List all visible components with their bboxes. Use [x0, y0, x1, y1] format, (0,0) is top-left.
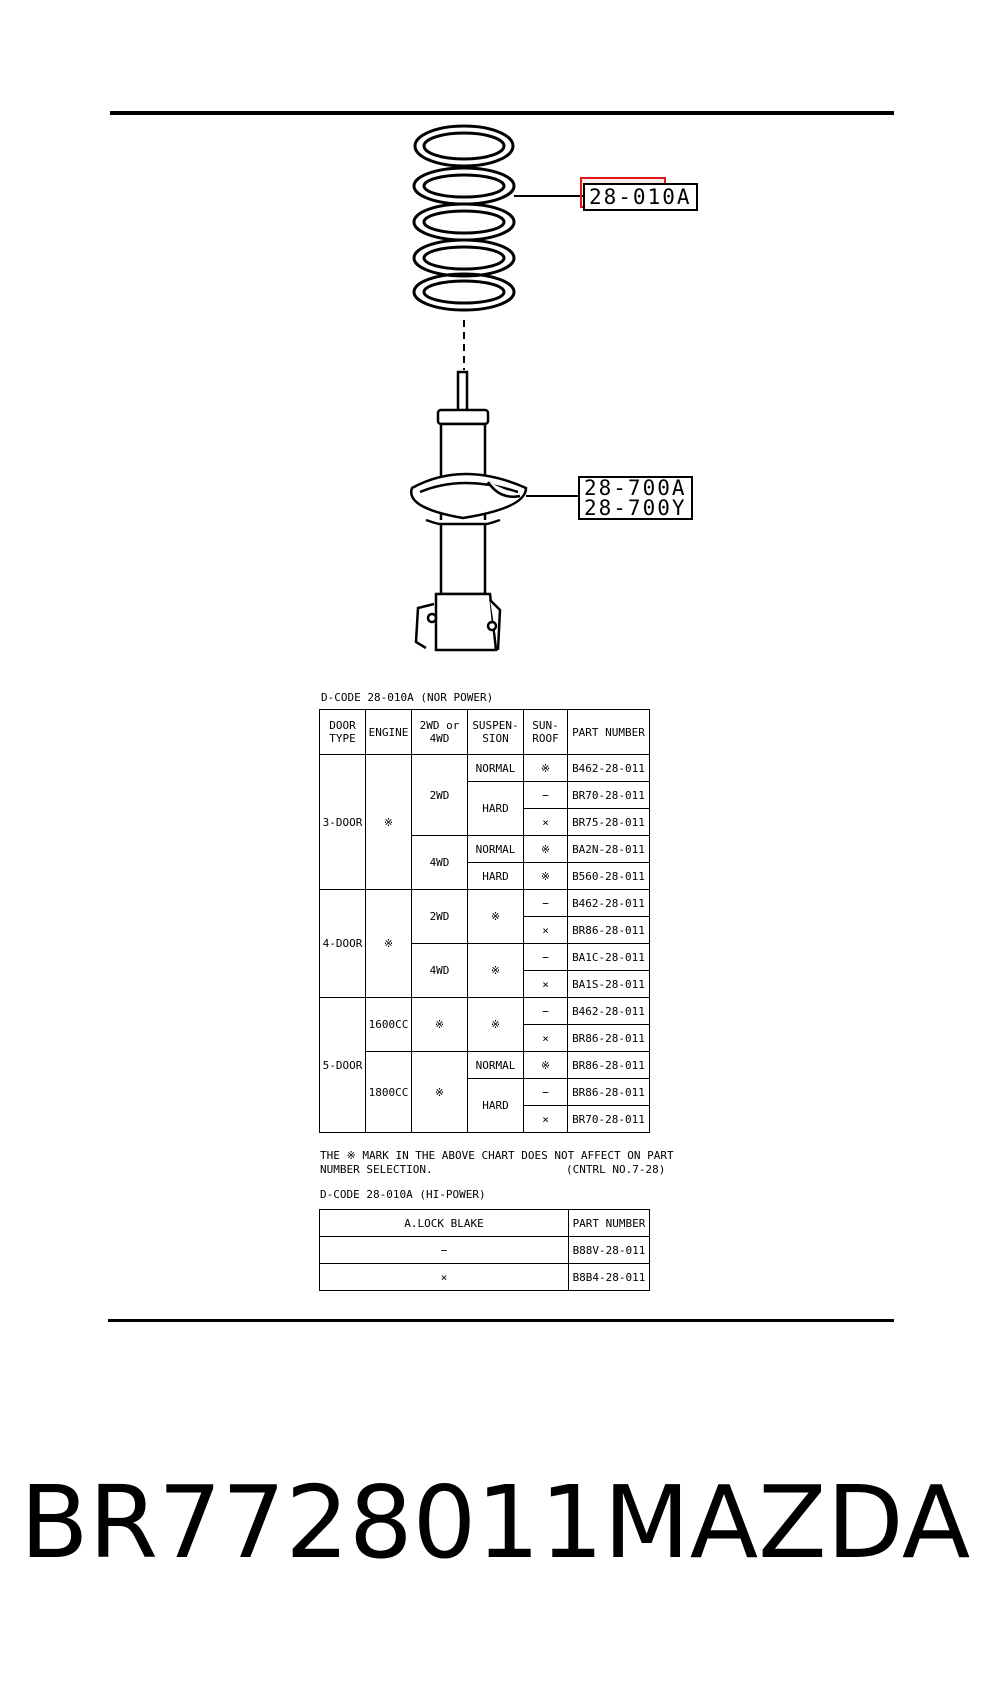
table-header-row: A.LOCK BLAKE PART NUMBER: [319, 1209, 650, 1237]
sunroof-cell: ※: [523, 835, 568, 863]
part-number-cell[interactable]: BR75-28-011: [567, 808, 650, 836]
drive-cell: ※: [411, 1051, 468, 1133]
table-row: HARD − BR86-28-011: [320, 1078, 650, 1133]
footer-part-number: BR7728011: [20, 1464, 604, 1581]
suspension-cell: NORMAL: [467, 754, 524, 782]
lock-brake-cell: −: [319, 1236, 569, 1264]
sunroof-cell: ×: [523, 970, 568, 998]
part-number-cell[interactable]: BR86-28-011: [567, 916, 650, 944]
table-row: 1800CC ※ NORMAL ※ BR86-28-011: [320, 1051, 650, 1133]
door-type-cell: 3-DOOR: [319, 754, 366, 890]
hi-power-caption: D-CODE 28-010A (HI-POWER): [320, 1188, 486, 1201]
chart-note-line-2: NUMBER SELECTION.: [320, 1163, 433, 1176]
drive-cell: 2WD: [411, 754, 468, 836]
lock-brake-cell: ×: [319, 1263, 569, 1291]
header-door-type: DOOR TYPE: [319, 709, 366, 755]
header-suspension: SUSPEN-SION: [467, 709, 524, 755]
part-number-cell[interactable]: BA1C-28-011: [567, 943, 650, 971]
strut-illustration: [410, 370, 528, 652]
strut-part-callout[interactable]: 28-700A 28-700Y: [578, 476, 693, 520]
drive-cell: 4WD: [411, 943, 468, 998]
drive-cell: 4WD: [411, 835, 468, 890]
door-type-cell: 5-DOOR: [319, 997, 366, 1133]
bottom-rule: [108, 1319, 894, 1322]
sunroof-cell: −: [523, 943, 568, 971]
suspension-cell: HARD: [467, 862, 524, 890]
chart-note: THE ※ MARK IN THE ABOVE CHART DOES NOT A…: [320, 1149, 674, 1177]
suspension-cell: NORMAL: [467, 835, 524, 863]
engine-cell: 1600CC: [365, 997, 412, 1052]
table-row: 5-DOOR 1600CC ※ ※ − B462-28-011: [319, 997, 650, 1133]
part-number-cell[interactable]: BR70-28-011: [567, 1105, 650, 1133]
part-number-cell[interactable]: BA2N-28-011: [567, 835, 650, 863]
sunroof-cell: ※: [523, 862, 568, 890]
suspension-cell: ※: [467, 997, 524, 1052]
part-number-cell[interactable]: B462-28-011: [567, 997, 650, 1025]
header-engine: ENGINE: [365, 709, 412, 755]
table-row: × BR70-28-011: [320, 1105, 650, 1133]
sunroof-cell: ※: [523, 754, 568, 782]
part-number-cell[interactable]: BR86-28-011: [567, 1024, 650, 1052]
nor-power-caption: D-CODE 28-010A (NOR POWER): [321, 691, 494, 704]
table-row: 3-DOOR ※ 2WD NORMAL ※ B462-28-011: [319, 754, 650, 890]
table-row: 4WD NORMAL ※ BA2N-28-011: [320, 835, 650, 890]
table-row: × B8B4-28-011: [319, 1263, 650, 1291]
strut-part-code-1[interactable]: 28-700A: [584, 476, 687, 500]
header-lock-brake: A.LOCK BLAKE: [319, 1209, 569, 1237]
header-drive: 2WD or 4WD: [411, 709, 468, 755]
sunroof-cell: −: [523, 781, 568, 809]
chart-note-line-1: THE ※ MARK IN THE ABOVE CHART DOES NOT A…: [320, 1149, 674, 1162]
nor-power-parts-table: DOOR TYPE ENGINE 2WD or 4WD SUSPEN-SION …: [319, 709, 650, 1133]
suspension-cell: NORMAL: [467, 1051, 524, 1079]
engine-cell: ※: [365, 754, 412, 890]
part-number-cell[interactable]: B88V-28-011: [568, 1236, 650, 1264]
table-row: 4WD ※ − BA1C-28-011: [320, 943, 650, 998]
strut-part-code-2[interactable]: 28-700Y: [584, 496, 687, 520]
header-part-number: PART NUMBER: [567, 709, 650, 755]
header-sunroof: SUN-ROOF: [523, 709, 568, 755]
table-row: × BR86-28-011: [320, 916, 650, 944]
table-row: × BA1S-28-011: [320, 970, 650, 998]
door-type-cell: 4-DOOR: [319, 889, 366, 998]
sunroof-cell: ×: [523, 916, 568, 944]
part-number-cell[interactable]: B560-28-011: [567, 862, 650, 890]
part-number-cell[interactable]: BA1S-28-011: [567, 970, 650, 998]
top-rule: [110, 111, 894, 115]
drive-cell: ※: [411, 997, 468, 1052]
sunroof-cell: ×: [523, 1024, 568, 1052]
part-number-cell[interactable]: BR86-28-011: [567, 1051, 650, 1079]
part-number-cell[interactable]: B462-28-011: [567, 889, 650, 917]
sunroof-cell: ×: [523, 1105, 568, 1133]
sunroof-cell: ※: [523, 1051, 568, 1079]
sunroof-cell: −: [523, 889, 568, 917]
hi-power-parts-table: A.LOCK BLAKE PART NUMBER − B88V-28-011 ×…: [319, 1209, 650, 1291]
table-row: 4-DOOR ※ 2WD ※ − B462-28-011: [319, 889, 650, 998]
table-row: − B88V-28-011: [319, 1236, 650, 1264]
suspension-cell: HARD: [467, 781, 524, 836]
table-header-row: DOOR TYPE ENGINE 2WD or 4WD SUSPEN-SION …: [319, 709, 650, 755]
suspension-cell: ※: [467, 943, 524, 998]
spring-part-callout[interactable]: 28-010A: [583, 183, 698, 211]
engine-cell: 1800CC: [365, 1051, 412, 1133]
part-number-cell[interactable]: BR70-28-011: [567, 781, 650, 809]
suspension-cell: HARD: [467, 1078, 524, 1133]
coil-spring-illustration: [412, 124, 516, 312]
sunroof-cell: −: [523, 997, 568, 1025]
sunroof-cell: −: [523, 1078, 568, 1106]
sunroof-cell: ×: [523, 808, 568, 836]
suspension-diagram: [410, 124, 583, 652]
part-number-cell[interactable]: B8B4-28-011: [568, 1263, 650, 1291]
drive-cell: 2WD: [411, 889, 468, 944]
part-number-cell[interactable]: B462-28-011: [567, 754, 650, 782]
header-part-number: PART NUMBER: [568, 1209, 650, 1237]
control-number: (CNTRL NO.7-28): [566, 1163, 666, 1176]
suspension-cell: ※: [467, 889, 524, 944]
part-number-cell[interactable]: BR86-28-011: [567, 1078, 650, 1106]
product-footer: BR7728011 MAZDA: [20, 1468, 970, 1578]
engine-cell: ※: [365, 889, 412, 998]
footer-brand: MAZDA: [603, 1464, 971, 1581]
spring-part-code[interactable]: 28-010A: [583, 183, 698, 211]
